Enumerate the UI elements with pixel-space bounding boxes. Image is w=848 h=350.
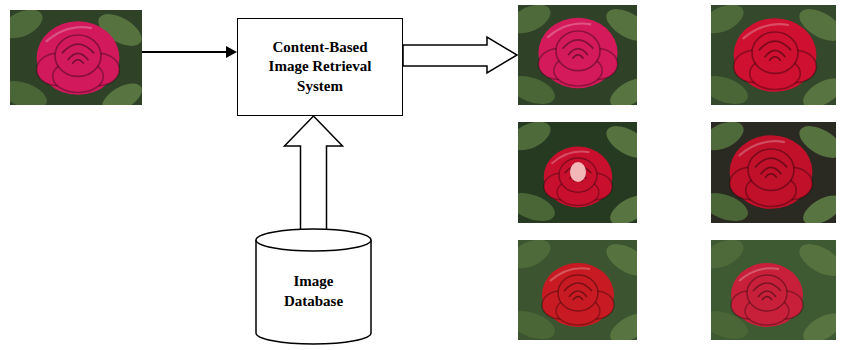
- hollow-arrow: [285, 116, 343, 230]
- cylinder-top: [256, 229, 371, 251]
- text-column: Content-Based Image Retrieval System: [253, 38, 388, 97]
- result-arrow: [403, 37, 517, 73]
- result-image: [505, 234, 655, 349]
- node-label: Content-Based Image Retrieval System: [253, 38, 388, 97]
- node-label: Image Database: [269, 272, 359, 311]
- cylinder-body: [256, 240, 371, 344]
- database-cylinder: Image Database: [255, 228, 372, 345]
- text-column: Image Database: [269, 228, 359, 311]
- result-image: [505, 116, 655, 231]
- query-image: [0, 4, 147, 119]
- result-image: [698, 234, 848, 349]
- result-image: [698, 116, 848, 231]
- result-image: [698, 0, 848, 114]
- result-image: [505, 0, 655, 114]
- query-arrow: [142, 51, 227, 53]
- arrow-head: [226, 46, 237, 58]
- process-box: Content-Based Image Retrieval System: [237, 18, 403, 116]
